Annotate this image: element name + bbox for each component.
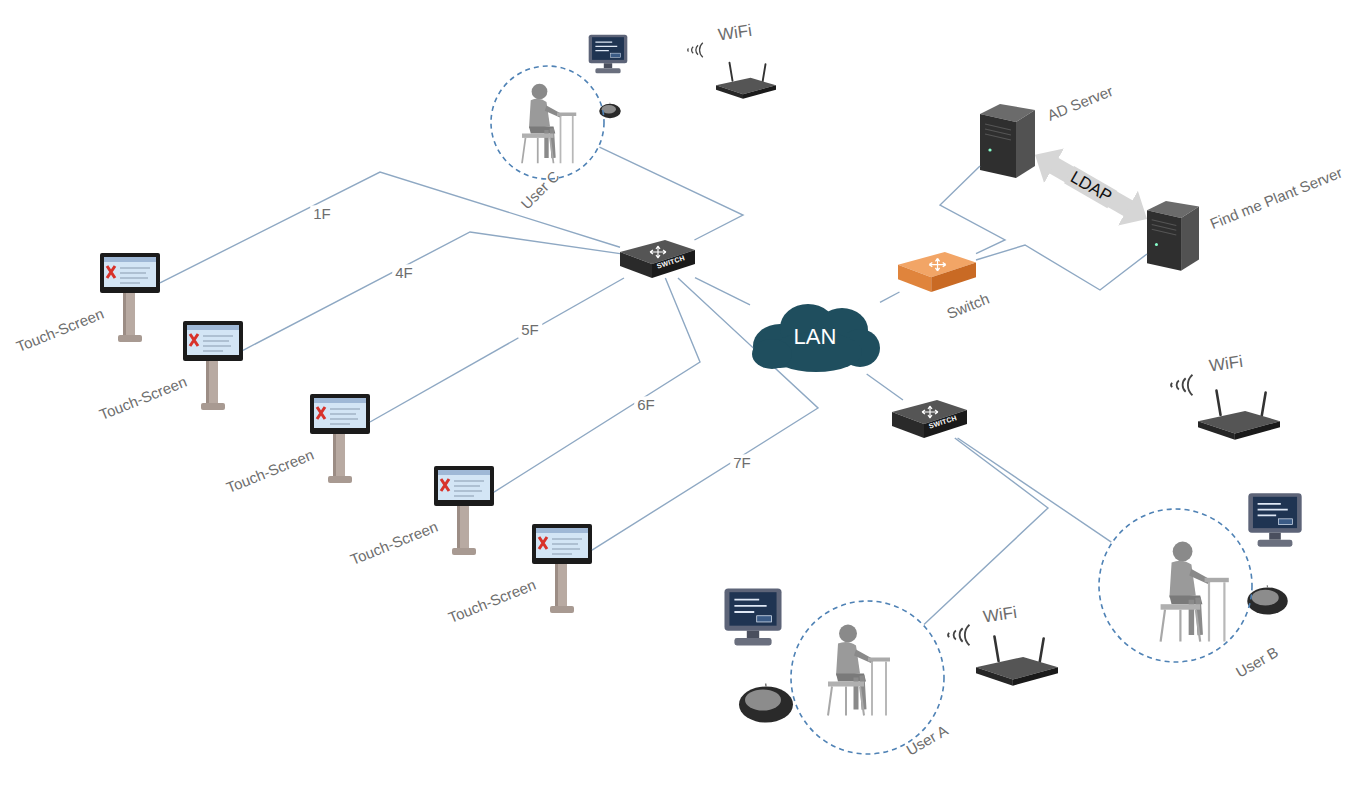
cloud-label: LAN <box>794 324 837 349</box>
device-label: Switch <box>944 290 991 323</box>
touch-screen-kiosk <box>183 321 243 410</box>
network-cable <box>867 374 903 400</box>
user-workstation: User A <box>790 600 945 755</box>
floor-label: 5F <box>518 321 542 338</box>
network-cable <box>880 292 899 302</box>
device-label: Touch-Screen <box>14 305 106 356</box>
touch-screen-kiosk <box>434 466 494 555</box>
server-tower <box>980 104 1035 178</box>
wifi-label: WiFi <box>1208 352 1244 376</box>
desktop-monitor <box>724 588 781 645</box>
server: AD Server <box>980 100 1035 178</box>
oswitch-shape <box>898 252 976 292</box>
computer-mouse <box>739 673 793 723</box>
network-cable <box>940 166 1005 254</box>
network-cable <box>494 278 700 492</box>
network-switch: SWITCH <box>620 240 695 278</box>
network-switch: SWITCH <box>892 400 967 438</box>
touch-screen-kiosk <box>532 524 592 613</box>
wifi-waves <box>948 625 969 645</box>
wifi-router <box>716 63 776 99</box>
network-cable <box>924 438 1048 624</box>
circle-shape <box>490 65 605 180</box>
floor-label: 6F <box>634 396 658 413</box>
touch-screen: Touch-Screen <box>434 466 494 556</box>
floor-label: 7F <box>730 454 754 471</box>
network-cable <box>976 245 1147 290</box>
floor-label: 4F <box>392 264 416 281</box>
computer-mouse <box>599 98 621 118</box>
network-cable <box>370 278 624 422</box>
touch-screen: Touch-Screen <box>183 321 243 411</box>
floor-label: 1F <box>310 205 334 222</box>
touch-screen: Touch-Screen <box>310 394 370 484</box>
server: Find me Plant Server <box>1147 195 1199 273</box>
wifi-router <box>1198 390 1280 439</box>
wifi-waves <box>1171 375 1192 395</box>
wifi-waves <box>688 43 703 57</box>
protocol-label: LDAP <box>1064 166 1117 208</box>
user-figure <box>828 625 890 716</box>
user-workstation: User C <box>490 65 605 180</box>
core-switch: Switch <box>898 252 976 292</box>
user-figure <box>522 84 576 164</box>
device-label: Find me Plant Server <box>1207 164 1344 233</box>
user-workstation: User B <box>1098 508 1253 663</box>
user-figure <box>1161 542 1229 642</box>
network-cable <box>243 232 620 350</box>
desktop-monitor <box>1248 493 1301 546</box>
touch-screen-kiosk <box>100 253 160 342</box>
touch-screen-kiosk <box>310 394 370 483</box>
desktop-monitor <box>589 35 628 74</box>
circle-shape <box>1098 508 1253 663</box>
wifi-label: WiFi <box>717 21 753 45</box>
network-cable <box>599 147 743 240</box>
ldap-arrow <box>1053 165 1129 208</box>
device-label: User A <box>903 721 951 758</box>
touch-screen: Touch-Screen <box>532 524 592 614</box>
lan-cloud: LAN <box>750 300 880 374</box>
device-label: Touch-Screen <box>348 518 440 569</box>
wifi-router <box>976 636 1058 685</box>
device-label: User B <box>1233 643 1281 681</box>
device-label: Touch-Screen <box>97 373 189 424</box>
device-label: Touch-Screen <box>446 576 538 627</box>
network-cable <box>958 438 1112 542</box>
touch-screen: Touch-Screen <box>100 253 160 343</box>
device-label: AD Server <box>1045 82 1116 124</box>
server-tower <box>1147 201 1199 271</box>
computer-mouse <box>1247 577 1288 614</box>
device-label: Touch-Screen <box>224 446 316 497</box>
wifi-label: WiFi <box>982 603 1018 627</box>
network-cable <box>695 278 750 305</box>
